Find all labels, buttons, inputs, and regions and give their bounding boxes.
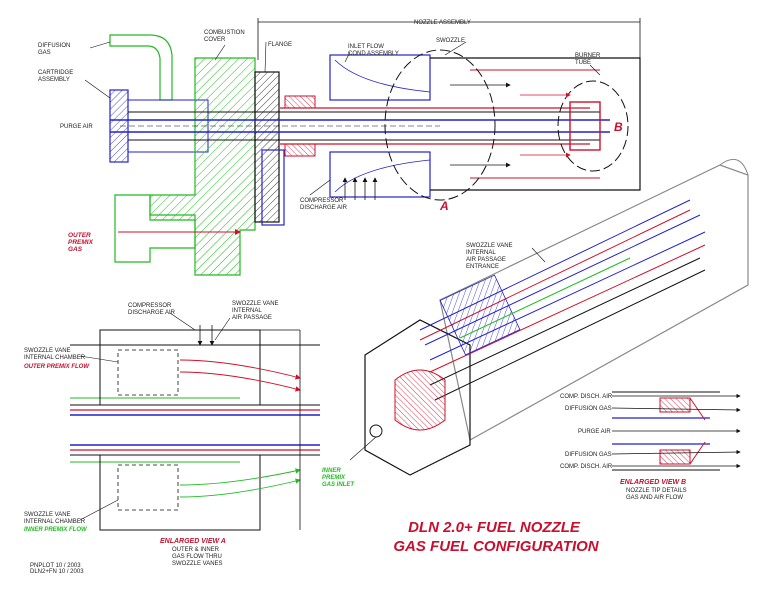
label-vb-diffusion-top: DIFFUSION GAS — [565, 406, 612, 412]
detail-circle-b — [557, 80, 629, 172]
detail-circle-a — [384, 49, 496, 201]
outer-premix-inlet — [114, 194, 196, 263]
iso-outer-shell — [439, 164, 749, 441]
marker-b: B — [614, 120, 623, 134]
flange — [254, 71, 280, 223]
label-vb-comp-top: COMP. DISCH. AIR — [560, 394, 613, 400]
marker-a: A — [439, 199, 449, 213]
iso-flange-block — [364, 319, 471, 476]
enlarged-view-b: COMP. DISCH. AIR DIFFUSION GAS PURGE AIR… — [560, 391, 741, 501]
label-outer-premix-flow: OUTER PREMIX FLOW — [24, 364, 90, 370]
title-line-2: GAS FUEL CONFIGURATION — [393, 538, 599, 555]
title-line-1: DLN 2.0+ FUEL NOZZLE — [408, 519, 581, 536]
label-inner-premix-flow: INNER PREMIX FLOW — [24, 527, 88, 533]
label-enlarged-view-a: ENLARGED VIEW A — [160, 538, 226, 545]
combustion-cover — [149, 57, 256, 276]
label-vb-diffusion-bottom: DIFFUSION GAS — [565, 452, 612, 458]
inlet-flow-conditioner — [329, 54, 431, 101]
label-purge-air: PURGE AIR — [60, 124, 93, 130]
label-vb-comp-bottom: COMP. DISCH. AIR — [560, 464, 613, 470]
label-flange: FLANGE — [268, 42, 292, 48]
label-vb-purge: PURGE AIR — [578, 429, 611, 435]
burner-tube — [430, 57, 641, 191]
label-nozzle-assembly: NOZZLE ASSEMBLY — [414, 20, 471, 26]
label-swozzle: SWOZZLE — [436, 38, 465, 44]
label-enlarged-view-b: ENLARGED VIEW B — [620, 479, 686, 486]
